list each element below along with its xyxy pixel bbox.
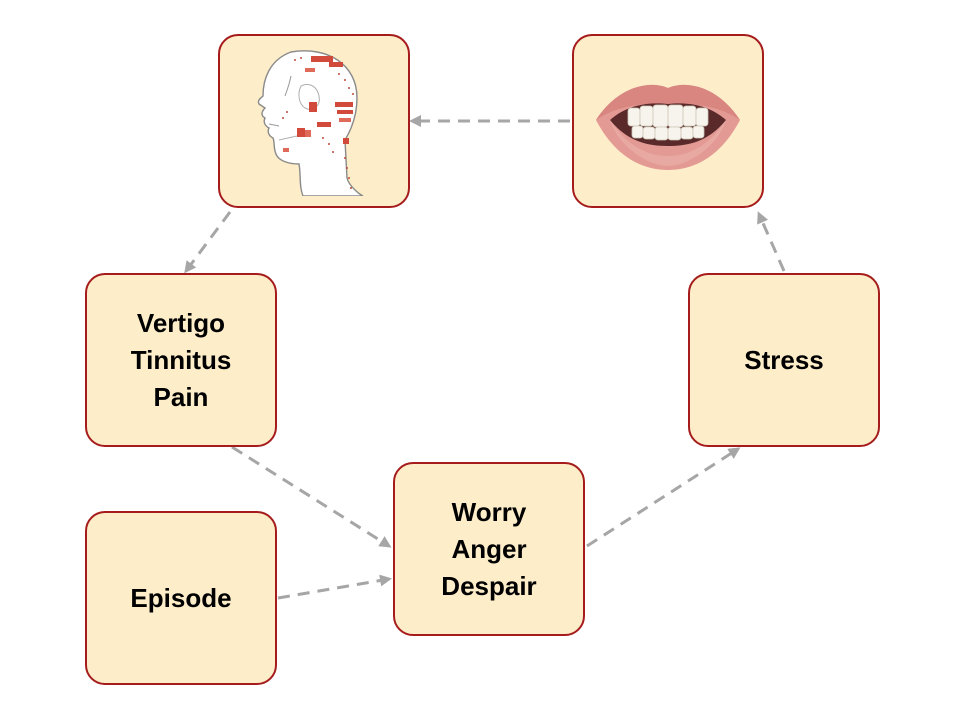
symptoms-label-pain: Pain bbox=[153, 381, 209, 412]
episode-label: Episode bbox=[130, 582, 232, 613]
stress-node: Stress bbox=[688, 273, 880, 447]
emotions-label-despair: Despair bbox=[441, 570, 537, 601]
arrow-head-to-symptoms bbox=[184, 211, 232, 274]
symptoms-label-tinnitus: Tinnitus bbox=[130, 344, 232, 375]
clenched-teeth-mouth-image bbox=[596, 84, 740, 170]
head-node bbox=[218, 34, 410, 208]
arrow-emotions-to-stress bbox=[586, 447, 741, 548]
head-muscle-chart-image bbox=[257, 50, 364, 196]
emotions-label-worry: Worry bbox=[451, 496, 527, 527]
emotions-label-anger: Anger bbox=[451, 533, 527, 564]
stress-label: Stress bbox=[744, 344, 824, 375]
emotions-node: Worry Anger Despair bbox=[393, 462, 585, 636]
symptoms-label-vertigo: Vertigo bbox=[136, 307, 226, 338]
mouth-node bbox=[572, 34, 764, 208]
arrow-symptoms-to-emotions bbox=[231, 445, 392, 548]
arrow-episode-to-emotions bbox=[277, 574, 392, 600]
episode-node: Episode bbox=[85, 511, 277, 685]
symptoms-node: Vertigo Tinnitus Pain bbox=[85, 273, 277, 447]
arrow-stress-to-mouth bbox=[757, 211, 786, 272]
